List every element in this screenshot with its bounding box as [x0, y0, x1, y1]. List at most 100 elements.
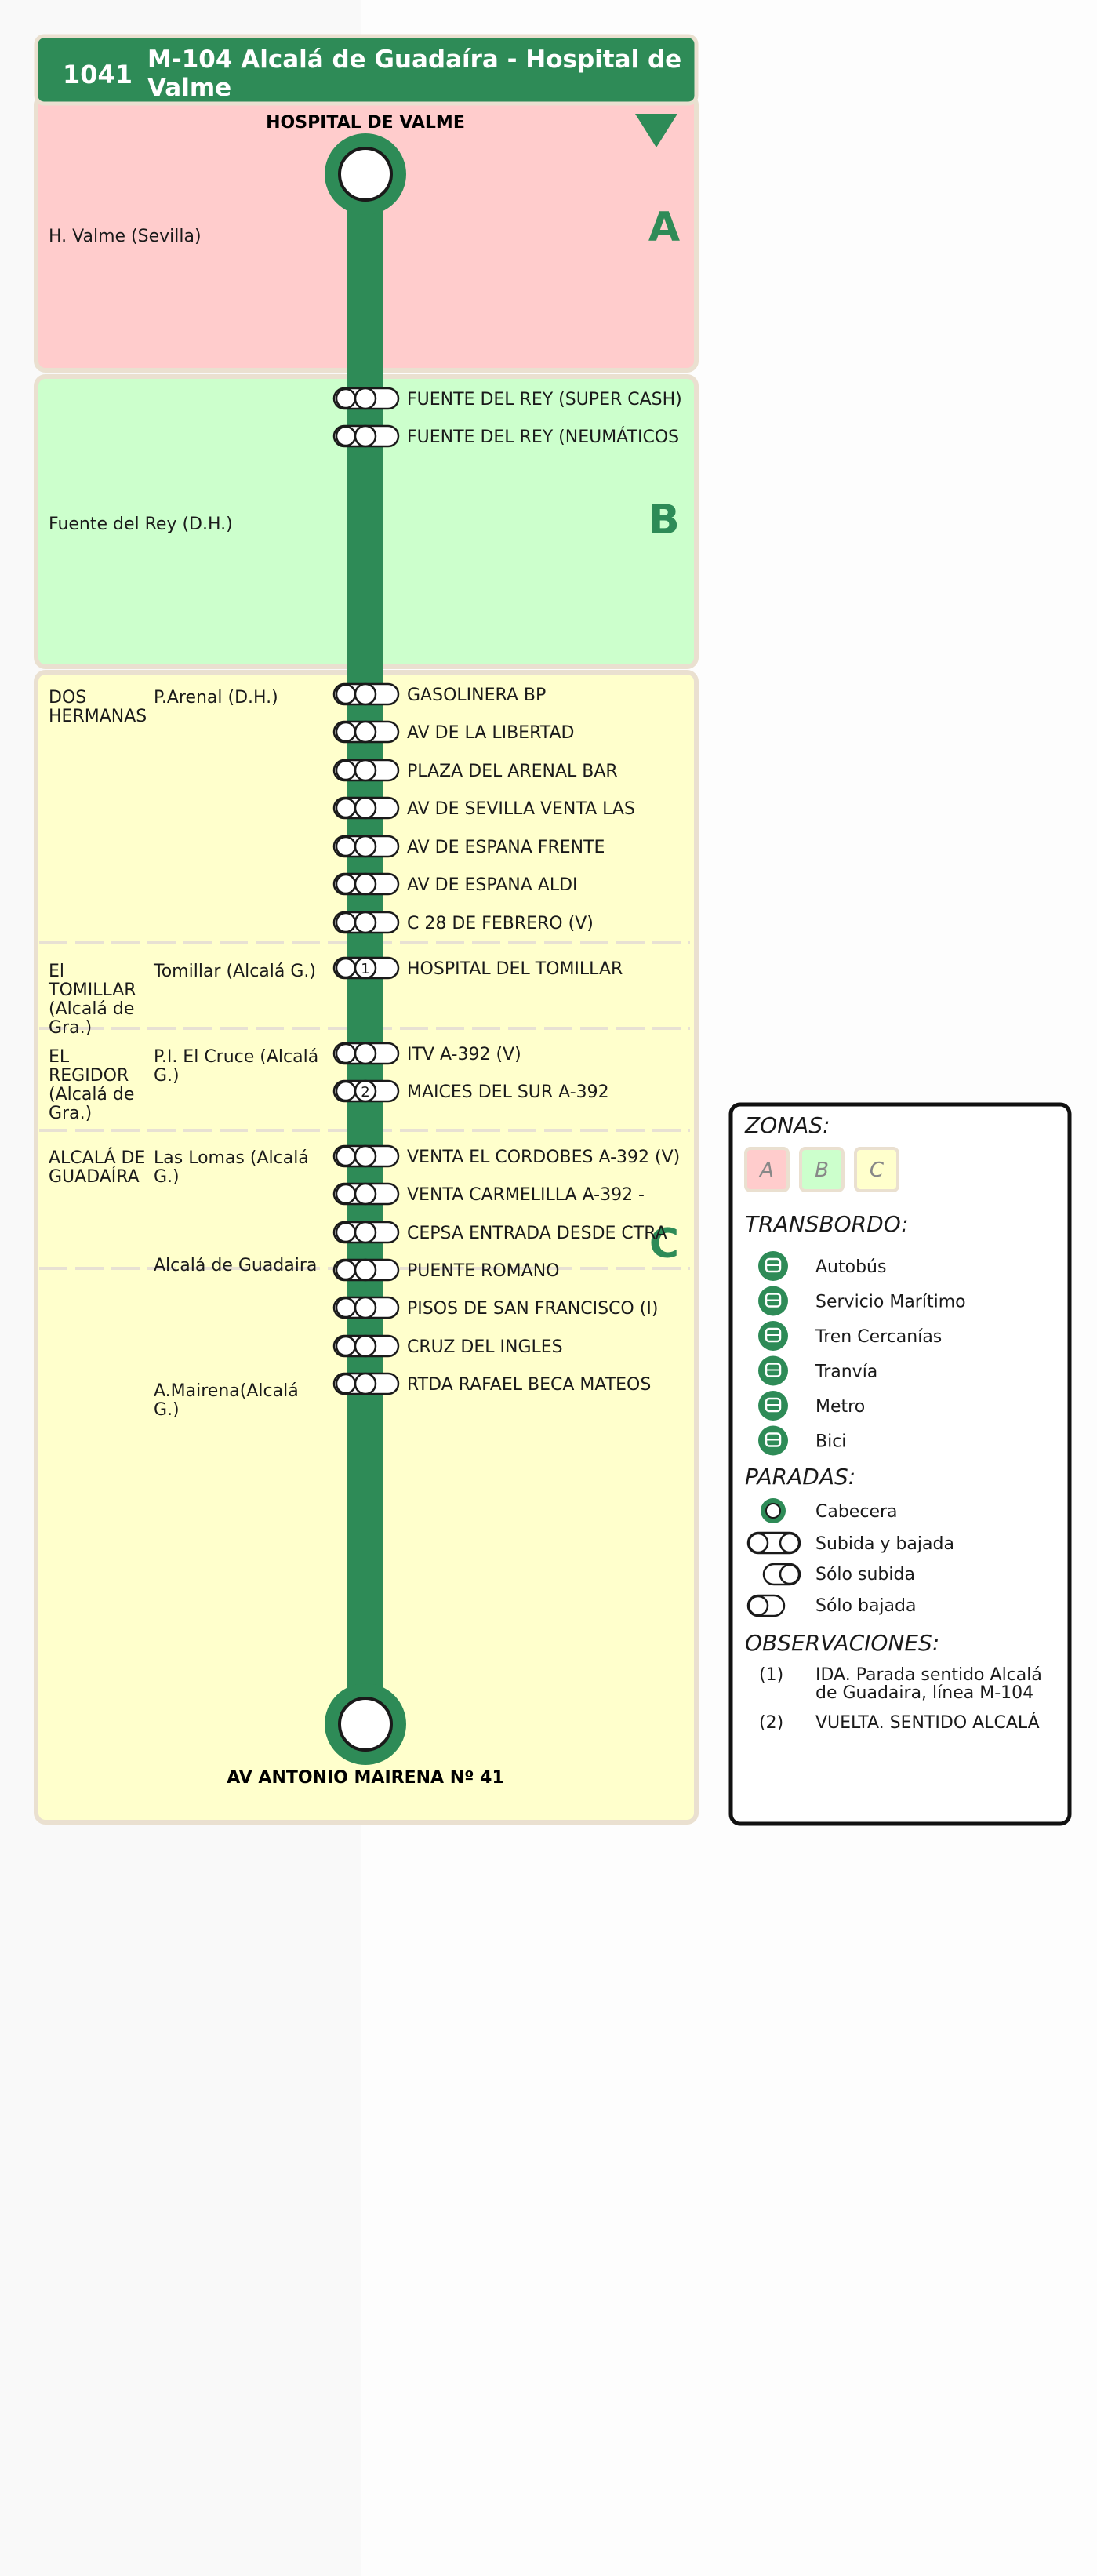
- stop[interactable]: ITV A-392 (V): [332, 1042, 521, 1065]
- bus-icon: [758, 1251, 788, 1281]
- legend-zone-a: A: [744, 1147, 790, 1192]
- legend-transfer-label: Tranvía: [815, 1363, 877, 1382]
- legend-zone-c-letter: C: [870, 1159, 885, 1182]
- area-municipality-line: Gra.): [49, 1104, 92, 1123]
- stop-name: MAICES DEL SUR A-392: [407, 1082, 609, 1102]
- stop[interactable]: FUENTE DEL REY (SUPER CASH): [332, 387, 682, 410]
- stop-marker-board: [354, 835, 377, 858]
- legend-transfer-label: Autobús: [815, 1257, 886, 1277]
- area-municipality-line: GUADAÍRA: [49, 1166, 140, 1187]
- legend-transfer-title: TRANSBORDO:: [745, 1211, 909, 1237]
- route-code: 1041: [63, 60, 133, 89]
- stop-marker-board: [354, 387, 377, 410]
- end-terminal-marker: [325, 1683, 406, 1765]
- legend-transfer-item: Metro: [758, 1391, 865, 1421]
- stop-name: AV DE LA LIBERTAD: [407, 723, 574, 743]
- observation-item: (2) VUELTA. SENTIDO ALCALÁ: [759, 1712, 1040, 1733]
- area-locality-line: A.Mairena(Alcalá: [154, 1381, 299, 1401]
- legend-transfer-item: Tren Cercanías: [758, 1321, 942, 1351]
- stop-marker-board: [354, 956, 377, 980]
- stop-name: GASOLINERA BP: [407, 686, 546, 705]
- area-locality: A.Mairena(Alcalá G.): [154, 1381, 299, 1420]
- stop-marker-board: [354, 1372, 377, 1395]
- stop-marker-board: [354, 759, 377, 782]
- stop-marker-alight: [335, 1221, 357, 1243]
- stop-name: CRUZ DEL INGLES: [407, 1337, 563, 1357]
- stop-marker-alight: [335, 721, 357, 743]
- stop-marker-alight: [335, 683, 357, 705]
- stop-marker-board: [354, 1258, 377, 1282]
- stop[interactable]: CRUZ DEL INGLES: [332, 1334, 563, 1358]
- stop[interactable]: AV DE LA LIBERTAD: [332, 720, 574, 744]
- stop-marker-alight: [335, 797, 357, 819]
- stop[interactable]: AV DE ESPANA FRENTE: [332, 835, 605, 858]
- stop-marker-board: [354, 796, 377, 820]
- stop[interactable]: FUENTE DEL REY (NEUMÁTICOS: [332, 424, 679, 448]
- stop[interactable]: C 28 DE FEBRERO (V): [332, 911, 594, 934]
- stop[interactable]: PISOS DE SAN FRANCISCO (I): [332, 1296, 658, 1319]
- stop-marker-alight: [335, 759, 357, 781]
- area-municipality-line: El: [49, 962, 64, 981]
- stop-name: HOSPITAL DEL TOMILLAR: [407, 959, 623, 979]
- stop[interactable]: AV DE SEVILLA VENTA LAS: [332, 796, 635, 820]
- stop[interactable]: AV DE ESPANA ALDI: [332, 872, 578, 896]
- bike-icon: [758, 1425, 788, 1456]
- legend-transfer-label: Metro: [815, 1397, 865, 1417]
- stop-note: 2: [361, 1084, 369, 1101]
- legend-zone-a-letter: A: [758, 1159, 774, 1182]
- stop[interactable]: 2 MAICES DEL SUR A-392: [332, 1079, 609, 1103]
- stop-marker-board: [354, 1221, 377, 1244]
- stop-name: PUENTE ROMANO: [407, 1261, 559, 1281]
- stop[interactable]: PLAZA DEL ARENAL BAR: [332, 759, 618, 782]
- stop-name: FUENTE DEL REY (NEUMÁTICOS: [407, 427, 679, 447]
- stop-marker-board: [354, 720, 377, 744]
- stop[interactable]: CEPSA ENTRADA DESDE CTRA: [332, 1221, 667, 1244]
- area-locality-line: P.I. El Cruce (Alcalá: [154, 1047, 318, 1067]
- zone-b-letter: B: [648, 497, 680, 544]
- stop-name: VENTA EL CORDOBES A-392 (V): [407, 1148, 680, 1167]
- stop-marker-alight: [335, 1259, 357, 1281]
- area-municipality-line: (Alcalá de: [49, 999, 134, 1019]
- stop[interactable]: RTDA RAFAEL BECA MATEOS: [332, 1372, 651, 1395]
- area-locality: Tomillar (Alcalá G.): [153, 962, 316, 981]
- stop-marker-alight: [335, 387, 357, 409]
- metro-icon: [758, 1391, 788, 1421]
- zone-c-letter: C: [649, 1221, 679, 1268]
- stop-marker-board: [354, 1042, 377, 1065]
- stop[interactable]: VENTA EL CORDOBES A-392 (V): [332, 1144, 680, 1168]
- stop-name: AV DE ESPANA FRENTE: [407, 838, 605, 857]
- legend-stop-type: Sólo bajada: [815, 1596, 916, 1616]
- stop-marker-alight: [335, 1145, 357, 1167]
- legend-transfer-item: Tranvía: [758, 1355, 877, 1386]
- legend-zones-title: ZONAS:: [744, 1112, 830, 1138]
- area-labels: H. Valme (Sevilla) Fuente del Rey (D.H.)…: [48, 227, 318, 1420]
- legend-transfer-item: Bici: [758, 1425, 846, 1456]
- stop[interactable]: GASOLINERA BP: [332, 682, 546, 706]
- legend-stop-cabecera: Cabecera: [761, 1498, 898, 1523]
- area-municipality: DOS HERMANAS: [49, 688, 147, 726]
- stop[interactable]: PUENTE ROMANO: [332, 1258, 559, 1282]
- stop[interactable]: VENTA CARMELILLA A-392 -: [332, 1182, 645, 1206]
- stop-name: AV DE ESPANA ALDI: [407, 875, 578, 895]
- legend-stops-title: PARADAS:: [745, 1464, 855, 1490]
- stop-marker-board: [354, 1334, 377, 1358]
- stop-name: ITV A-392 (V): [407, 1045, 521, 1064]
- stop-marker-board: [354, 1079, 377, 1103]
- stop-marker-alight: [335, 1335, 357, 1357]
- area-municipality-line: Gra.): [49, 1018, 92, 1038]
- stop-name: PLAZA DEL ARENAL BAR: [407, 762, 618, 781]
- stop-marker-board: [354, 1144, 377, 1168]
- stop-marker-alight: [335, 873, 357, 895]
- legend-observations-title: OBSERVACIONES:: [745, 1630, 939, 1656]
- stop-marker-alight: [335, 1373, 357, 1395]
- legend: ZONAS: A B C TRANSBORDO: AutobúsServicio…: [728, 1102, 1072, 1826]
- observation-text-line: de Guadaira, línea M-104: [815, 1683, 1033, 1703]
- observation-text-line: IDA. Parada sentido Alcalá: [815, 1665, 1042, 1685]
- stops: FUENTE DEL REY (SUPER CASH) FUENTE DEL RE…: [332, 387, 682, 1395]
- observation-mark: (1): [759, 1665, 783, 1685]
- area-locality: P.I. El Cruce (Alcalá G.): [154, 1047, 318, 1086]
